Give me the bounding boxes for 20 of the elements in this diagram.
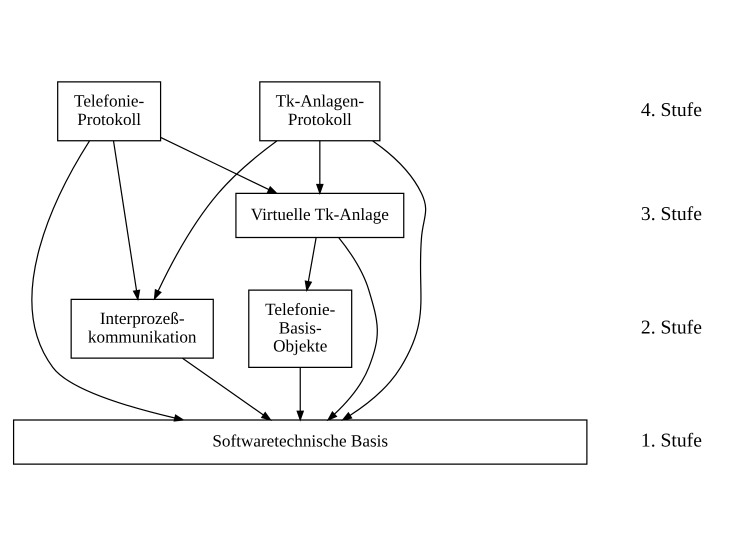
node-box: Telefonie- Basis- Objekte (248, 290, 352, 368)
arrow (32, 140, 186, 422)
arrow (296, 368, 304, 422)
label: 2. Stufe (640, 317, 702, 338)
label: 1. Stufe (640, 430, 702, 452)
arrow (160, 136, 278, 194)
label: 3. Stufe (640, 204, 702, 226)
node-box: Tk-Anlagen- Protokoll (259, 81, 380, 142)
arrow (316, 140, 324, 195)
arrow (182, 358, 272, 422)
label: 4. Stufe (640, 100, 702, 121)
arrow (341, 140, 426, 421)
node-box: Softwaretechnische Basis (12, 419, 588, 465)
arrow (154, 140, 278, 300)
node-box: Interprozeß- kommunikation (70, 298, 214, 359)
node-box: Virtuelle Tk-Anlage (235, 192, 404, 238)
arrow (304, 237, 317, 292)
node-box: Telefonie- Protokoll (57, 81, 162, 142)
arrow (326, 237, 378, 422)
arrow (112, 140, 140, 302)
